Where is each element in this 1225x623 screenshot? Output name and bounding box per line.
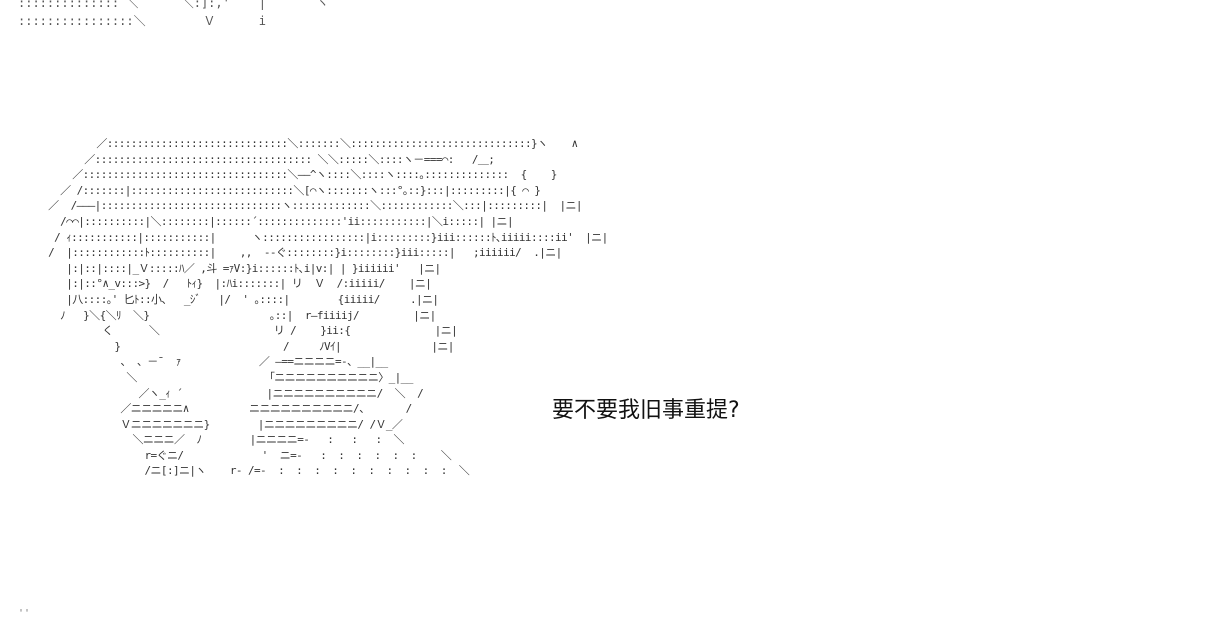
ascii-art-top-fragment: :::::::::::::: ＼ ＼:]:,' | ヽ ::::::::::::… <box>18 0 329 28</box>
ascii-art-illustration: ／::::::::::::::::::::::::::::::＼:::::::＼… <box>48 137 608 478</box>
ascii-art-bottom-fragment: '' <box>18 608 31 619</box>
dialogue-caption: 要不要我旧事重提? <box>552 398 740 423</box>
